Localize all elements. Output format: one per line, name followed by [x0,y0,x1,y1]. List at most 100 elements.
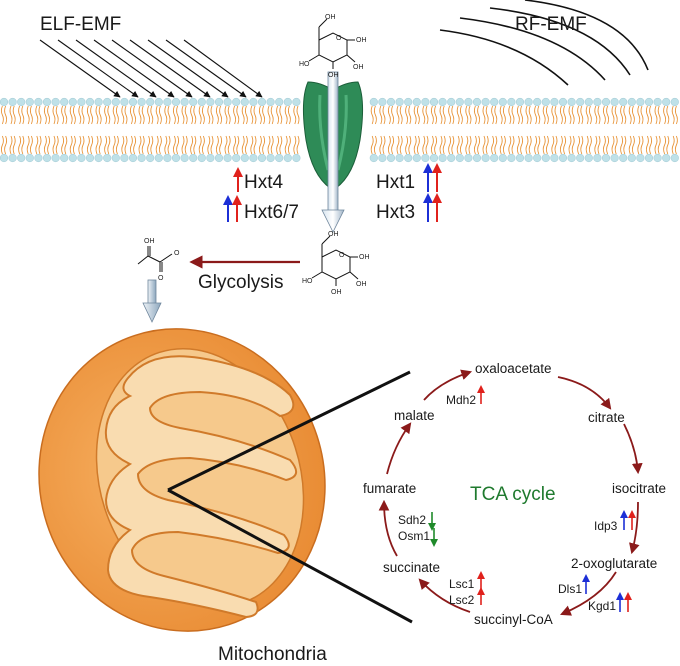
lipid-head [636,97,645,107]
lipid-tail [78,135,82,155]
lipid-tail [391,105,395,125]
metabolite-succinyl-coa: succinyl-CoA [474,612,553,627]
lipid-tail [640,135,644,155]
lipid-tail [78,105,82,125]
lipid-head [395,97,404,107]
lipid-head [180,153,189,163]
lipid-tail [107,135,111,155]
lipid-tail [147,105,151,125]
lipid-tail [559,135,563,155]
lipid-tail [181,135,185,155]
membrane-lipid-tails [0,105,678,155]
lipid-head [223,153,232,163]
lipid-head [111,97,120,107]
pyruvate-structure: OH O O [137,238,180,282]
hxt1-label: Hxt1 [376,172,415,193]
lipid-tail [448,105,452,125]
lipid-head [481,97,490,107]
lipid-tail [155,105,159,125]
lipid-tail [35,105,39,125]
lipid-tail [95,105,99,125]
lipid-tail [597,105,601,125]
lipid-head [404,97,413,107]
lipid-tail [387,105,391,125]
lipid-tail [18,135,22,155]
gene-mdh2-label: Mdh2 [446,393,476,407]
lipid-head [593,153,602,163]
lipid-head [146,97,155,107]
lipid-tail [227,135,231,155]
lipid-head [8,97,17,107]
lipid-tail [405,135,409,155]
lipid-tail [81,135,85,155]
lipid-tail [0,105,4,125]
lipid-tail [370,105,374,125]
lipid-head [472,153,482,163]
lipid-tail [107,105,111,125]
lipid-tail [115,135,119,155]
lipid-tail [293,105,297,125]
lipid-head [189,153,198,163]
lipid-head [550,97,559,107]
lipid-head [283,97,292,107]
lipid-head [533,97,542,107]
lipid-head [232,153,241,163]
lipid-tail [430,135,434,155]
lipid-head [567,153,576,163]
lipid-tail [138,105,142,125]
lipid-tail [21,135,25,155]
lipid-tail [620,105,624,125]
lipid-head [275,153,284,163]
lipid-tail [133,135,137,155]
gene-dls1: Dls1 [558,574,590,596]
lipid-tail [69,105,73,125]
lipid-tail [115,105,119,125]
lipid-tail [399,105,403,125]
lipid-tail [296,105,300,125]
lipid-tail [563,135,567,155]
lipid-tail [12,135,16,155]
lipid-tail [276,135,280,155]
lipid-head [378,153,387,163]
lipid-tail [104,105,108,125]
lipid-head [68,97,77,107]
rf-emf-waves [439,0,649,86]
lipid-tail [611,135,615,155]
lipid-tail [267,105,271,125]
lipid-tail [666,135,670,155]
lipid-tail [594,105,598,125]
lipid-tail [425,135,429,155]
gene-mdh2: Mdh2 [446,385,485,407]
mitochondrion-cristae [104,355,297,619]
lipid-tail [545,135,549,155]
lipid-head [481,153,490,163]
lipid-tail [184,105,188,125]
lipid-head [438,153,447,163]
lipid-tail [528,135,532,155]
lipid-tail [29,135,33,155]
lipid-tail [663,105,667,125]
lipid-tail [482,105,486,125]
lipid-head [490,97,499,107]
lipid-tail [494,135,498,155]
lipid-tail [491,105,495,125]
lipid-head [249,97,258,107]
lipid-head [670,97,679,107]
lipid-head [171,153,181,163]
lipid-head [25,97,34,107]
lipid-tail [534,135,538,155]
lipid-tail [69,135,73,155]
lipid-tail [90,105,94,125]
lipid-tail [477,135,481,155]
lipid-tail [542,105,546,125]
lipid-head [240,153,249,163]
lipid-head [77,153,86,163]
lipid-tail [516,105,520,125]
lipid-head [223,97,232,107]
lipid-tail [296,135,300,155]
lipid-tail [98,135,102,155]
lipid-head [601,153,611,163]
lipid-tail [112,135,116,155]
gene-kgd1: Kgd1 [588,592,632,613]
gene-idp3: Idp3 [594,510,636,533]
